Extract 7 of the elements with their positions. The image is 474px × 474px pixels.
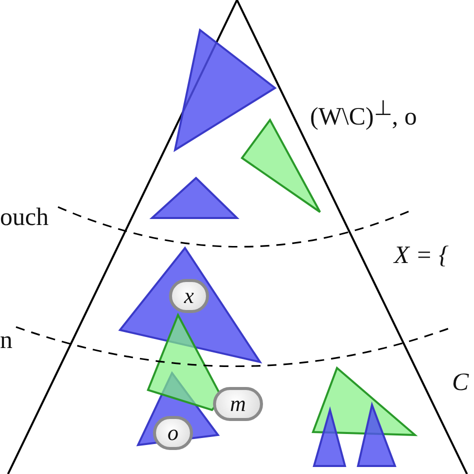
math-label: ouch xyxy=(0,205,49,230)
math-label: C xyxy=(452,370,469,395)
math-label: X = { xyxy=(394,243,449,268)
math-label: n xyxy=(0,328,12,353)
variable-badge: m xyxy=(213,387,263,421)
math-label: (W\C)$^{⊥}$, o xyxy=(310,98,417,130)
variable-badge: o xyxy=(153,416,193,450)
